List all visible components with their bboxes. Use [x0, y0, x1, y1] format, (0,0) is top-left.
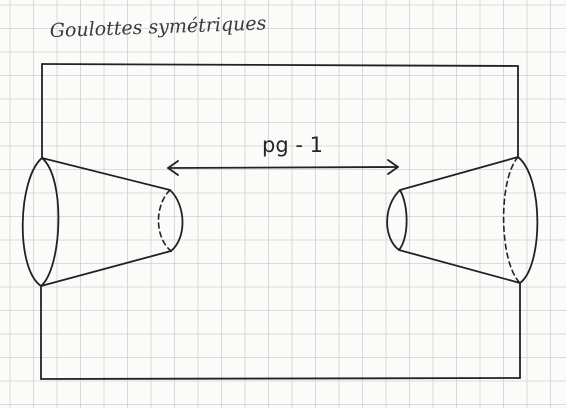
left-chute-small-end-hidden — [157, 189, 172, 252]
left-chute-top-edge — [41, 157, 171, 191]
left-chute-large-ellipse — [21, 157, 60, 287]
right-chute-top-edge — [399, 156, 519, 191]
right-chute — [386, 156, 539, 284]
right-chute-large-end-hidden — [502, 156, 521, 284]
outer-box — [40, 63, 521, 380]
diagram-title: Goulottes symétriques — [49, 12, 266, 42]
right-arrowhead — [387, 159, 399, 175]
right-chute-large-end-front — [517, 156, 539, 284]
left-chute-small-end-front — [169, 189, 184, 252]
left-arrowhead — [167, 160, 179, 176]
right-chute-small-ellipse — [386, 189, 408, 251]
dimension-arrow — [167, 159, 399, 176]
left-chute — [21, 157, 184, 287]
dimension-label: pg - 1 — [262, 133, 323, 157]
right-chute-bottom-edge — [398, 249, 521, 284]
dimension-line — [167, 166, 399, 169]
box-top-edge — [41, 63, 519, 67]
left-chute-bottom-edge — [40, 250, 172, 287]
box-bottom-edge — [40, 377, 521, 380]
